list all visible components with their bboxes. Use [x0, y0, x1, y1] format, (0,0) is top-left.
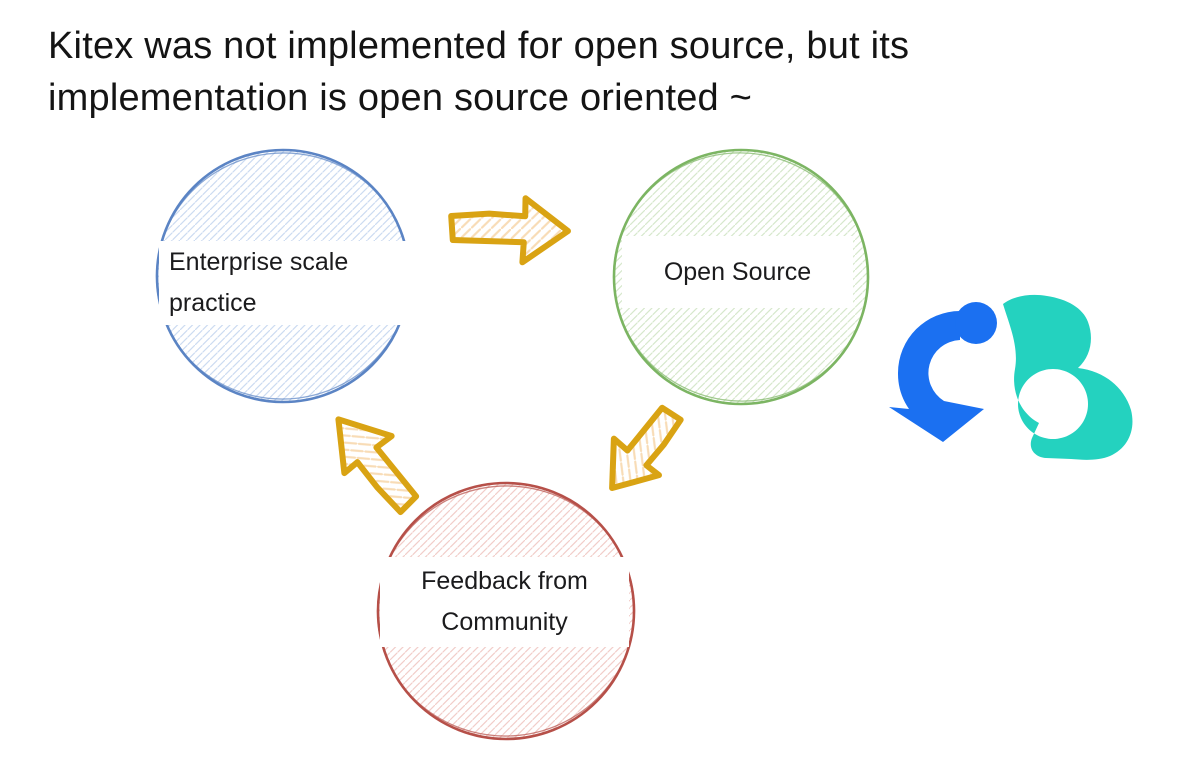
page-title: Kitex was not implemented for open sourc… — [48, 20, 909, 124]
label-feedback-from-community: Feedback from Community — [380, 557, 629, 647]
title-line-2: implementation is open source oriented ~ — [48, 77, 753, 119]
label-line: Community — [441, 608, 568, 636]
label-line: Feedback from — [421, 567, 588, 595]
cloudwego-logo-icon — [889, 294, 1133, 460]
logo-teal-cloud — [1003, 294, 1133, 460]
arrow-enterprise-to-opensource-icon — [448, 195, 571, 266]
label-enterprise-scale-practice: Enterprise scale practice — [159, 241, 417, 325]
title-line-1: Kitex was not implemented for open sourc… — [48, 25, 910, 67]
arrow-opensource-to-feedback-icon — [609, 404, 684, 492]
label-line: practice — [169, 289, 257, 317]
label-line: Open Source — [663, 257, 812, 286]
label-line: Enterprise scale — [169, 248, 349, 276]
logo-blue-bump — [955, 302, 997, 344]
logo-blue-arrow — [889, 311, 984, 442]
label-open-source: Open Source — [622, 236, 853, 308]
arrow-feedback-to-enterprise-icon — [335, 416, 420, 516]
